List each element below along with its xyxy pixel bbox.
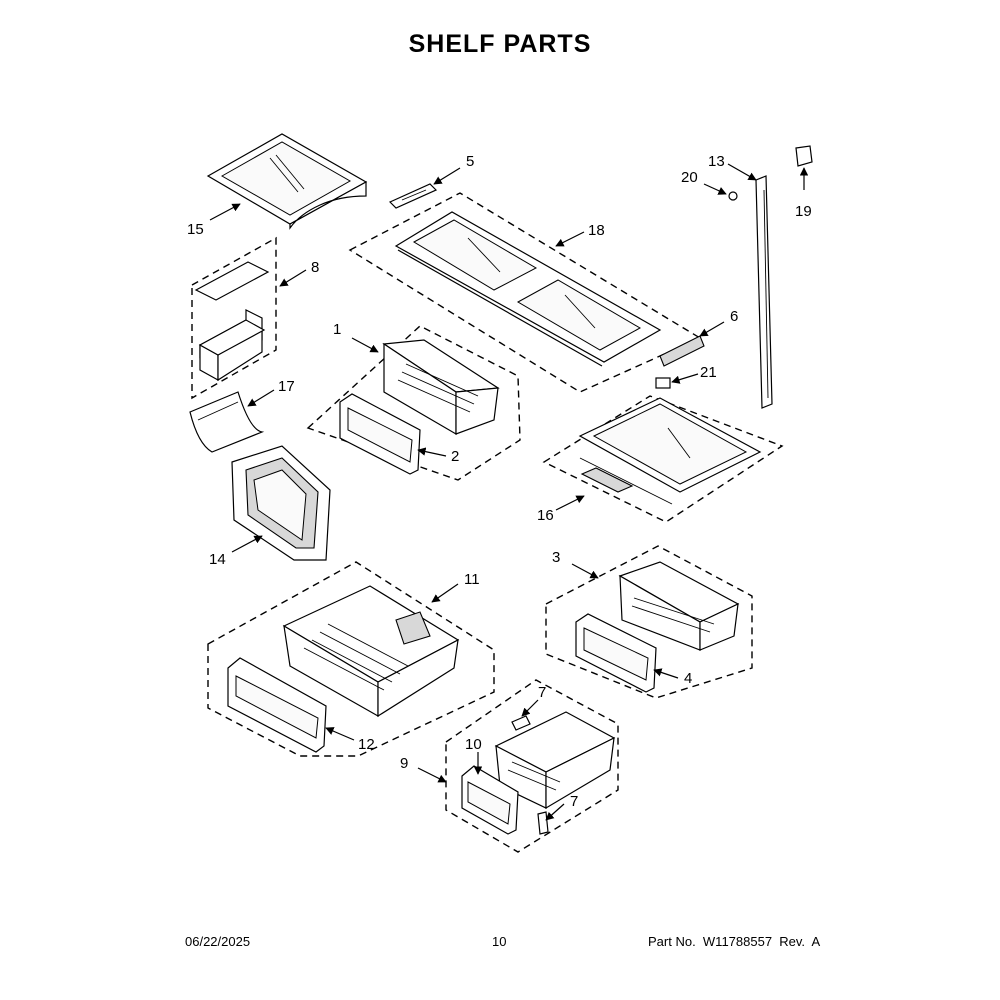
part-17-trim [189,391,265,453]
part-11-drawer [282,585,460,718]
group-18-outline [348,192,702,393]
part-20-screw [728,191,738,201]
part-13-rail [755,175,773,409]
group-9-outline [445,679,619,853]
callout-1: 1 [333,321,341,338]
footer-part-number: Part No. W11788557 Rev. A [648,934,821,949]
callout-15: 15 [187,221,204,238]
part-8-bin [194,261,270,382]
part-1-drawer [382,339,500,436]
part-7-clips [511,715,549,835]
page-title: SHELF PARTS [408,30,592,58]
group-11-outline [207,561,495,757]
callout-13: 13 [708,153,725,170]
callout-16: 16 [537,507,554,524]
callout-7a: 7 [538,684,546,701]
callout-labels: 1 2 3 4 5 6 7 7 8 9 10 11 12 13 14 15 16… [187,153,812,810]
callout-2: 2 [451,448,459,465]
callout-3: 3 [552,549,560,566]
callout-19: 19 [795,203,812,220]
part-6 [659,335,705,367]
part-3-drawer [618,561,740,651]
callout-21: 21 [700,364,717,381]
callout-7b: 7 [570,793,578,810]
callout-17: 17 [278,378,295,395]
part-15-shelf [206,133,368,230]
leader-lines [209,163,809,821]
callout-8: 8 [311,259,319,276]
callout-9: 9 [400,755,408,772]
part-5 [388,183,438,209]
part-2-front [339,393,421,475]
group-3-outline [545,545,753,699]
part-16-shelf [578,397,762,505]
group-8-outline [191,236,277,400]
callout-12: 12 [358,736,375,753]
part-14-frame [231,445,331,561]
callout-5: 5 [466,153,474,170]
callout-10: 10 [465,736,482,753]
part-21-bracket [655,377,671,389]
footer-page-number: 10 [492,934,507,949]
part-10-front [461,765,519,835]
callout-11: 11 [464,571,480,588]
part-19 [795,145,813,167]
part-12-front [227,657,327,753]
footer-date: 06/22/2025 [185,934,251,949]
part-18-shelf [394,211,662,367]
callout-6: 6 [730,308,738,325]
callout-18: 18 [588,222,605,239]
group-16-outline [542,395,784,523]
callout-4: 4 [684,670,692,687]
part-9-drawer [494,711,616,810]
callout-14: 14 [209,551,226,568]
part-4-front [575,613,657,693]
callout-20: 20 [681,169,698,186]
